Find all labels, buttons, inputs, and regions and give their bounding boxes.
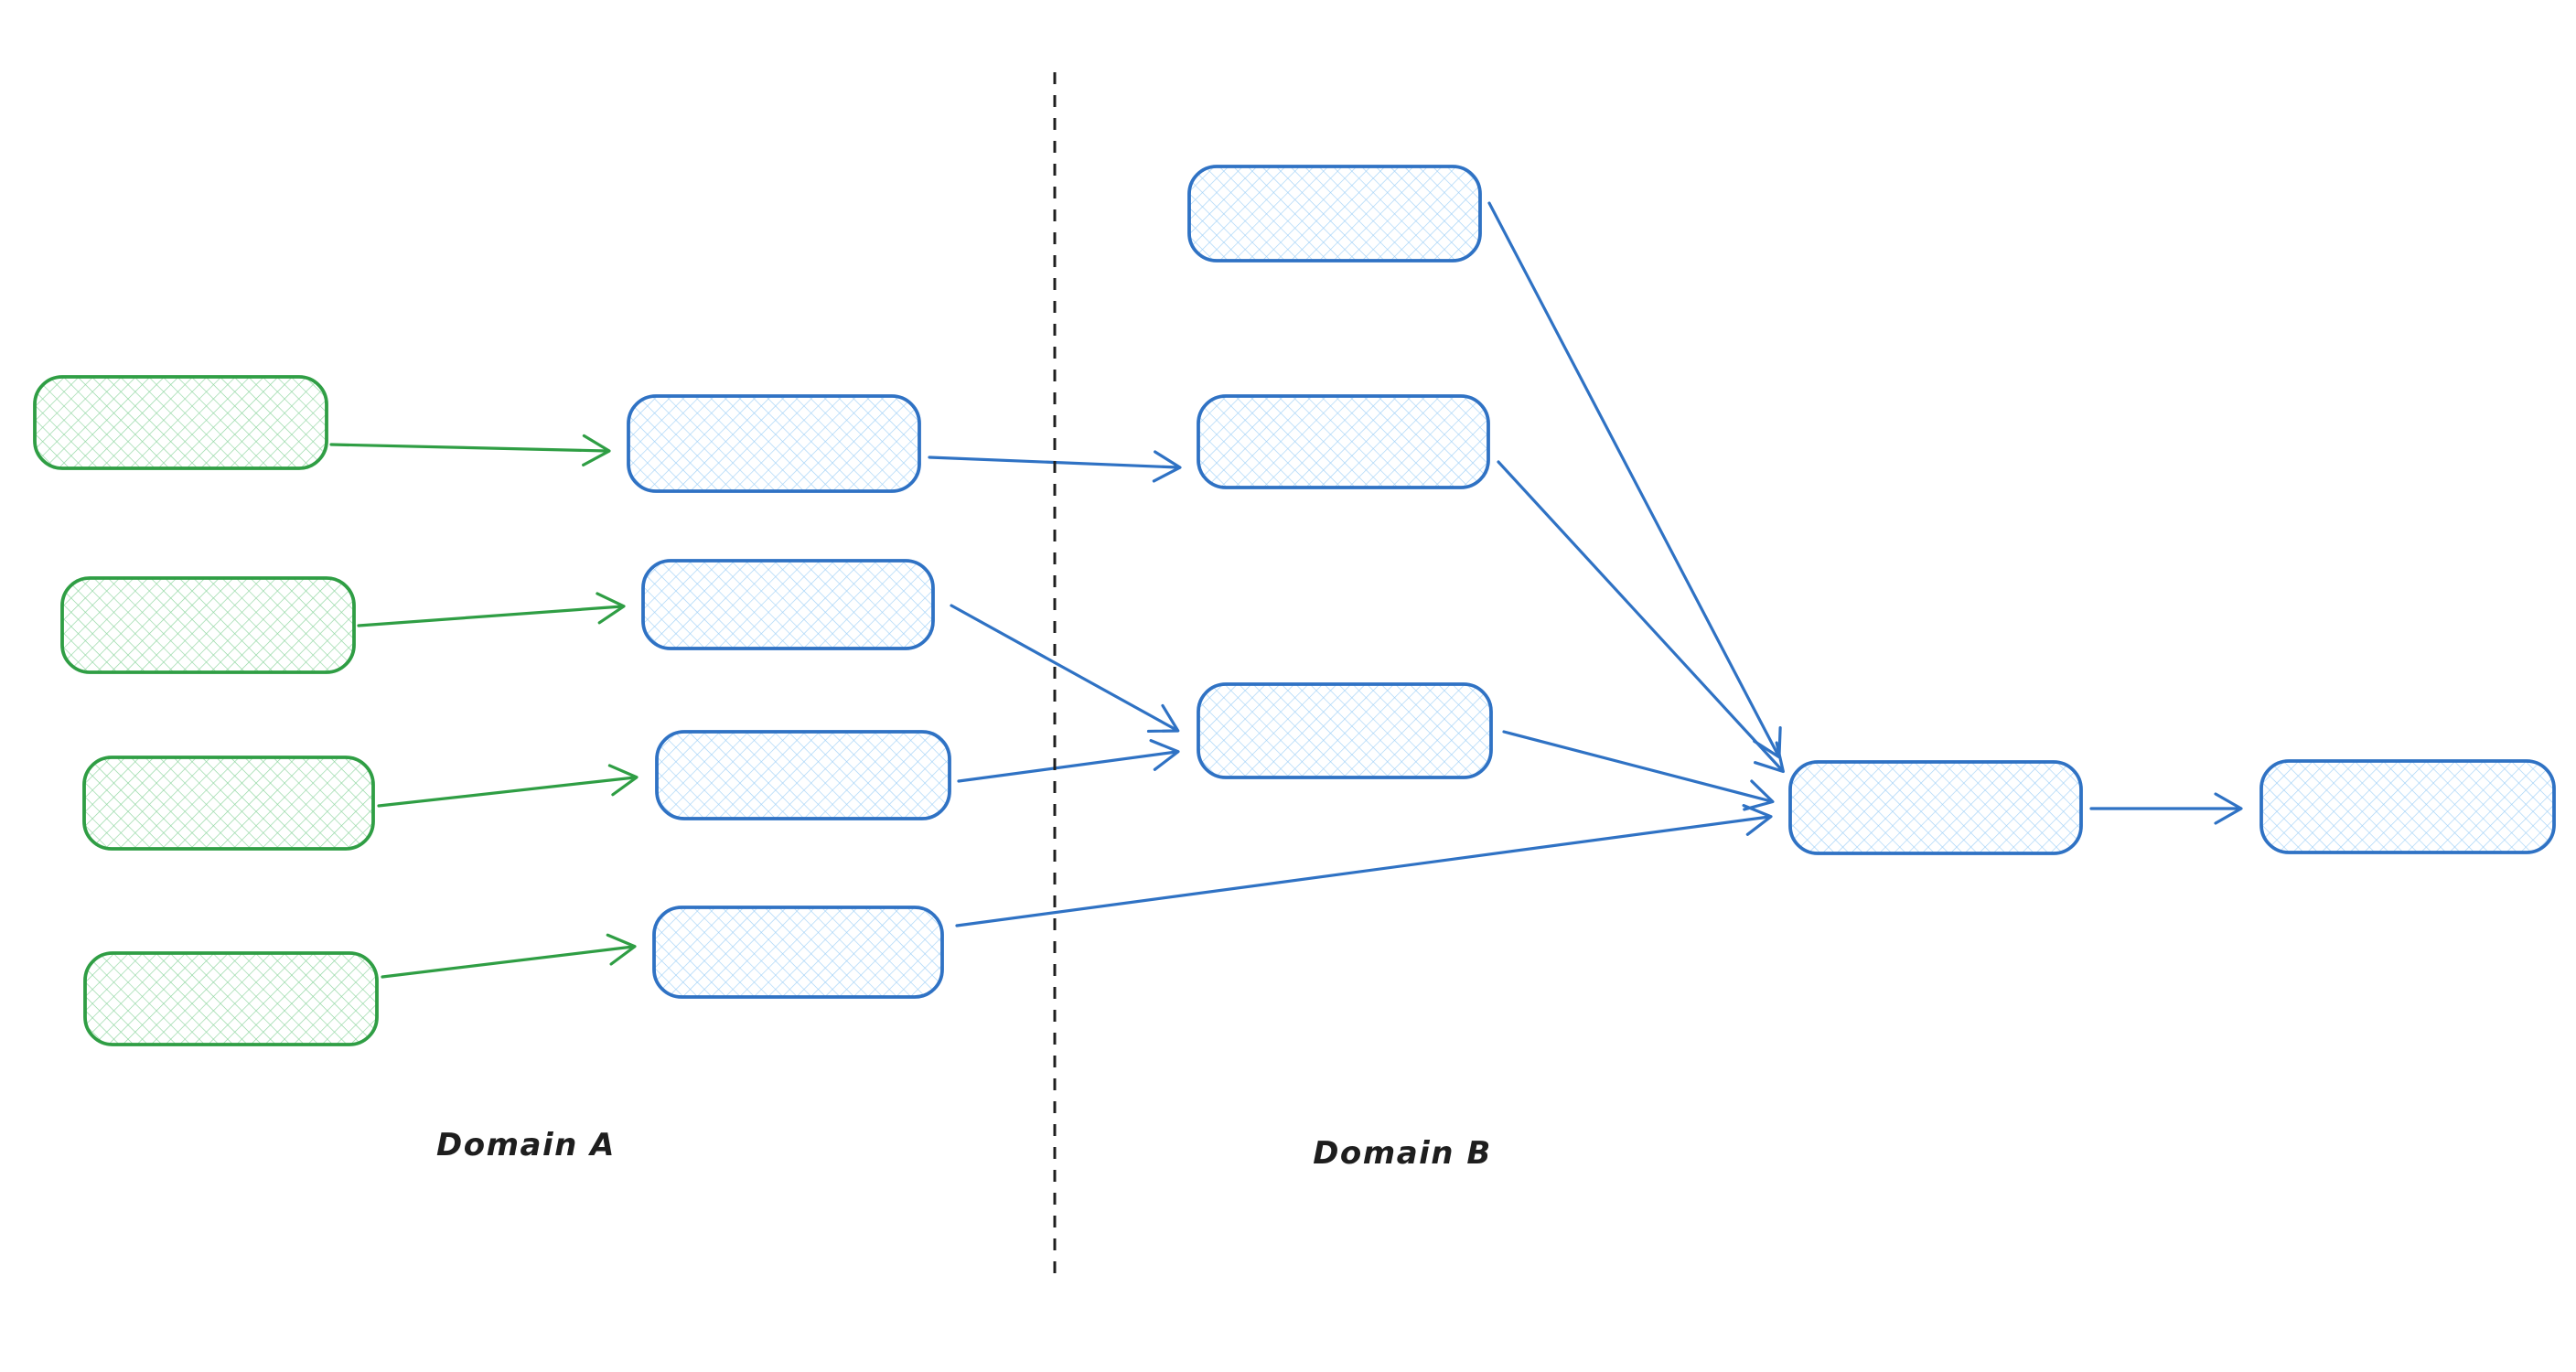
node-domain-a-proc-1[interactable] (627, 394, 921, 493)
node-domain-b-node-3[interactable] (1197, 682, 1493, 779)
node-domain-a-source-1[interactable] (33, 375, 328, 470)
node-domain-a-source-2[interactable] (60, 576, 356, 674)
domain-a-label: Domain A (436, 1127, 616, 1163)
node-domain-a-proc-2[interactable] (641, 559, 935, 650)
node-domain-a-proc-4[interactable] (652, 906, 944, 999)
domain-b-label: Domain B (1313, 1135, 1492, 1172)
edge-proc2-to-b3[interactable] (950, 604, 1180, 734)
node-domain-a-proc-3[interactable] (655, 730, 951, 820)
nodes-layer (33, 165, 2556, 1046)
edge-src4-to-proc4[interactable] (381, 933, 637, 979)
node-domain-b-node-2[interactable] (1197, 394, 1490, 489)
edge-proc4-to-agg[interactable] (955, 803, 1773, 927)
edge-b1-to-agg[interactable] (1487, 201, 1782, 759)
edge-src2-to-proc2[interactable] (357, 592, 626, 627)
edge-b3-to-agg[interactable] (1502, 730, 1775, 811)
node-domain-b-aggregator[interactable] (1788, 760, 2083, 855)
node-domain-a-source-3[interactable] (82, 756, 375, 851)
node-domain-a-source-4[interactable] (83, 951, 379, 1046)
edge-proc3-to-b3[interactable] (957, 739, 1180, 783)
edge-b2-to-agg[interactable] (1497, 460, 1785, 774)
edge-src3-to-proc3[interactable] (377, 764, 639, 808)
node-domain-b-node-1[interactable] (1187, 165, 1482, 263)
edges-layer (329, 201, 2243, 979)
node-domain-b-output[interactable] (2259, 759, 2556, 854)
edge-src1-to-proc1[interactable] (329, 434, 611, 466)
